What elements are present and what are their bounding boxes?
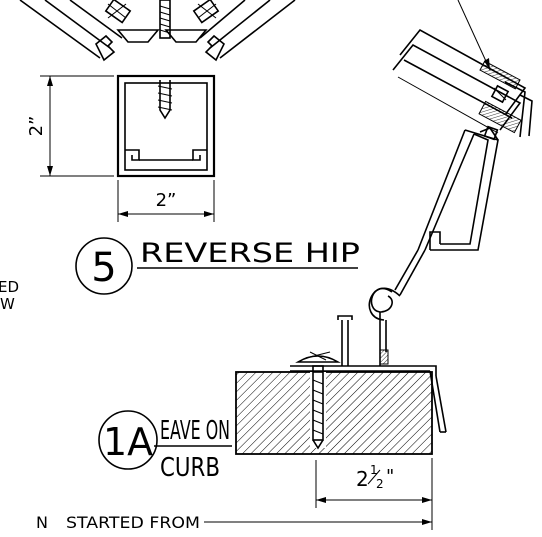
detail-1a-title-line1: EAVE ON <box>160 416 230 446</box>
dimension-width: 2” <box>117 180 215 222</box>
dimension-height-label: 2” <box>26 116 47 137</box>
eave-curb-detail: 2 1 2 " <box>235 0 533 530</box>
dimension-eave-num: 1 <box>370 463 378 477</box>
detail-1a-label: 1A EAVE ON CURB <box>98 410 232 483</box>
dimension-eave-whole: 2 <box>356 467 369 491</box>
dimension-width-label: 2” <box>156 190 177 211</box>
eave-sill-extrusion <box>394 125 499 296</box>
bottom-note: N STARTED FROM <box>36 513 432 532</box>
hip-glazing-bars <box>19 0 296 62</box>
detail-1a-main-circle <box>98 410 158 470</box>
hip-square-tube <box>116 74 216 178</box>
bottom-note-text: STARTED FROM <box>66 513 200 532</box>
reverse-hip-detail: 2” 2” 5 REVERSE HIP <box>19 0 360 295</box>
eave-hook <box>368 287 401 366</box>
detail-5-bubble <box>75 237 133 295</box>
detail-5-number: 5 <box>91 245 116 291</box>
eave-glazing-panel <box>392 28 533 138</box>
dimension-eave-width: 2 1 2 " <box>315 458 433 530</box>
eave-timber-curb <box>235 371 433 455</box>
dimension-eave-unit: " <box>386 466 394 487</box>
detail-1a-number: 1A <box>103 420 153 464</box>
hip-screw <box>157 0 173 120</box>
detail-1a-title-line2: CURB <box>160 453 220 483</box>
partial-note-1: ED <box>0 278 19 296</box>
dimension-eave-den: 2 <box>376 477 384 491</box>
detail-5-title: REVERSE HIP <box>140 238 360 269</box>
bottom-note-prefix: N <box>36 513 48 532</box>
partial-note-2: W <box>0 295 15 313</box>
dimension-height: 2” <box>26 75 114 177</box>
